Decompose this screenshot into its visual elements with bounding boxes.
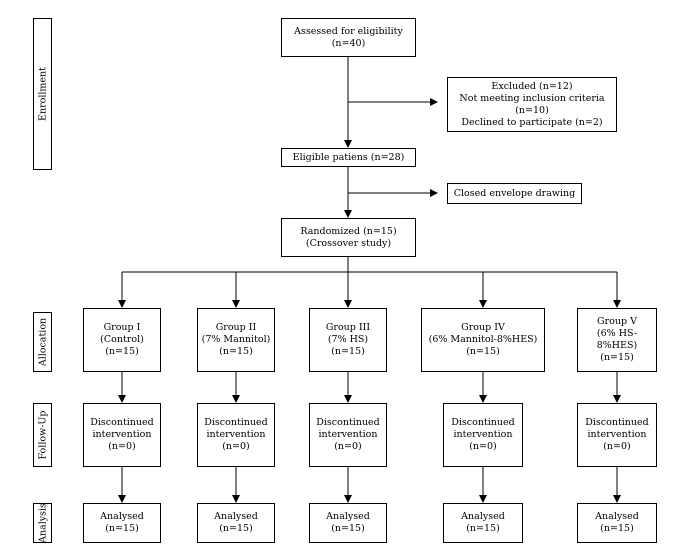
- followup-line1: Discontinued: [585, 417, 649, 428]
- analysis-label: Analysed: [595, 511, 639, 522]
- group-name: Group III: [325, 322, 371, 333]
- eligible-box: Eligible patiens (n=28): [281, 148, 416, 167]
- analysis-count: (n=15): [600, 523, 634, 534]
- assessed-title: Assessed for eligibility: [294, 25, 403, 37]
- randomized-box: Randomized (n=15) (Crossover study): [281, 218, 416, 257]
- group-box-4: Group IV (6% Mannitol-8%HES) (n=15): [421, 308, 545, 372]
- followup-line1: Discontinued: [90, 417, 154, 428]
- phase-analysis-label: Analysis: [37, 503, 48, 543]
- followup-count: (n=0): [603, 441, 631, 452]
- analysis-box-2: Analysed (n=15): [197, 503, 275, 543]
- phase-allocation-label: Allocation: [37, 317, 48, 367]
- group-desc: (7% Mannitol): [201, 334, 271, 345]
- followup-count: (n=0): [334, 441, 362, 452]
- followup-count: (n=0): [469, 441, 497, 452]
- eligible-label: Eligible patiens (n=28): [292, 151, 405, 163]
- phase-analysis: Analysis: [33, 503, 52, 543]
- excluded-title: Excluded (n=12): [491, 80, 573, 92]
- phase-allocation: Allocation: [33, 312, 52, 372]
- group-count: (n=15): [105, 346, 139, 357]
- followup-line2: intervention: [92, 429, 152, 440]
- analysis-label: Analysed: [214, 511, 258, 522]
- group-name: Group I: [103, 322, 141, 333]
- analysis-box-4: Analysed (n=15): [443, 503, 523, 543]
- randomized-title: Randomized (n=15): [300, 225, 397, 237]
- excluded-declined: Declined to participate (n=2): [461, 116, 603, 128]
- group-count: (n=15): [600, 352, 634, 363]
- followup-line1: Discontinued: [204, 417, 268, 428]
- phase-enrollment-label: Enrollment: [37, 67, 48, 121]
- analysis-count: (n=15): [219, 523, 253, 534]
- followup-line2: intervention: [587, 429, 647, 440]
- group-box-3: Group III (7% HS) (n=15): [309, 308, 387, 372]
- assessed-box: Assessed for eligibility (n=40): [281, 18, 416, 57]
- followup-box-4: Discontinued intervention (n=0): [443, 403, 523, 467]
- randomized-subtitle: (Crossover study): [305, 237, 392, 249]
- followup-line2: intervention: [318, 429, 378, 440]
- followup-count: (n=0): [108, 441, 136, 452]
- followup-line1: Discontinued: [316, 417, 380, 428]
- group-desc: (6% HS-8%HES): [596, 328, 638, 351]
- followup-line2: intervention: [206, 429, 266, 440]
- group-box-1: Group I (Control) (n=15): [83, 308, 161, 372]
- followup-count: (n=0): [222, 441, 250, 452]
- phase-follow-up: Follow-Up: [33, 403, 52, 467]
- assessed-count: (n=40): [331, 37, 366, 49]
- analysis-box-5: Analysed (n=15): [577, 503, 657, 543]
- excluded-criteria: Not meeting inclusion criteria (n=10): [459, 92, 605, 116]
- group-name: Group II: [215, 322, 257, 333]
- analysis-label: Analysed: [326, 511, 370, 522]
- group-box-2: Group II (7% Mannitol) (n=15): [197, 308, 275, 372]
- followup-line1: Discontinued: [451, 417, 515, 428]
- followup-box-3: Discontinued intervention (n=0): [309, 403, 387, 467]
- followup-box-5: Discontinued intervention (n=0): [577, 403, 657, 467]
- excluded-box: Excluded (n=12) Not meeting inclusion cr…: [447, 77, 617, 132]
- envelope-box: Closed envelope drawing: [447, 183, 582, 204]
- group-count: (n=15): [219, 346, 253, 357]
- analysis-count: (n=15): [331, 523, 365, 534]
- group-count: (n=15): [466, 346, 500, 357]
- group-name: Group IV: [461, 322, 505, 333]
- analysis-label: Analysed: [461, 511, 505, 522]
- analysis-label: Analysed: [100, 511, 144, 522]
- envelope-label: Closed envelope drawing: [453, 187, 576, 199]
- followup-box-1: Discontinued intervention (n=0): [83, 403, 161, 467]
- analysis-box-1: Analysed (n=15): [83, 503, 161, 543]
- phase-follow-up-label: Follow-Up: [37, 410, 48, 460]
- group-desc: (7% HS): [327, 334, 369, 345]
- followup-box-2: Discontinued intervention (n=0): [197, 403, 275, 467]
- group-name: Group V: [597, 316, 637, 327]
- analysis-count: (n=15): [105, 523, 139, 534]
- analysis-count: (n=15): [466, 523, 500, 534]
- group-count: (n=15): [331, 346, 365, 357]
- analysis-box-3: Analysed (n=15): [309, 503, 387, 543]
- followup-line2: intervention: [453, 429, 513, 440]
- group-desc: (Control): [100, 334, 144, 345]
- group-desc: (6% Mannitol-8%HES): [428, 334, 538, 345]
- phase-enrollment: Enrollment: [33, 18, 52, 170]
- group-box-5: Group V (6% HS-8%HES) (n=15): [577, 308, 657, 372]
